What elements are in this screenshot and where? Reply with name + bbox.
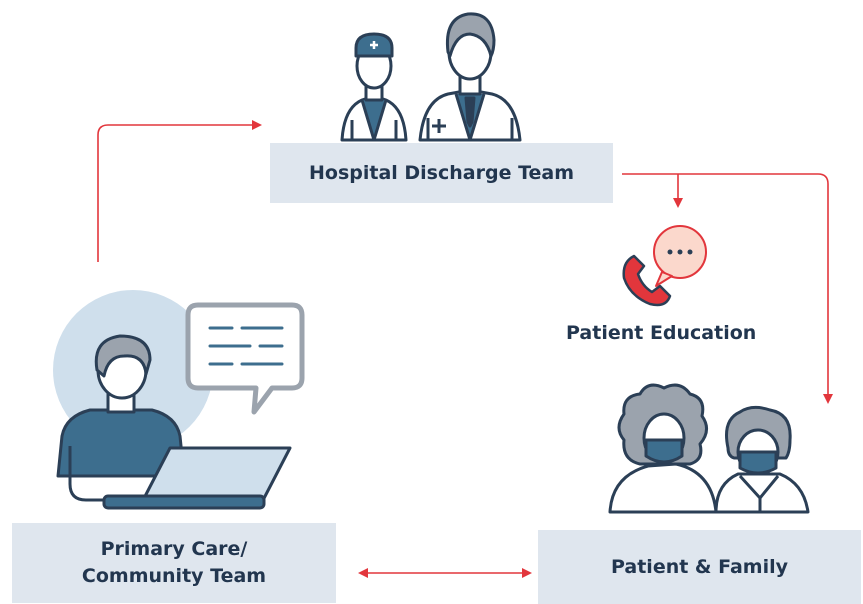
person-laptop-chat-icon: [53, 290, 305, 510]
hospital-discharge-team-box: Hospital Discharge Team: [270, 143, 613, 203]
masked-people-icon: [608, 383, 810, 514]
patient-education-label: Patient Education: [566, 322, 757, 344]
phone-chat-icon: [622, 225, 707, 307]
arrow-primary-to-hospital: [97, 120, 262, 262]
patient-family-box: Patient & Family: [538, 530, 861, 604]
primary-care-label-line1: Primary Care/: [100, 538, 248, 560]
primary-care-box: Primary Care/ Community Team: [12, 523, 336, 603]
patient-family-label: Patient & Family: [610, 555, 789, 578]
doctor-nurse-icon: [340, 12, 522, 142]
hospital-discharge-team-label: Hospital Discharge Team: [308, 161, 575, 184]
primary-care-label-line2: Community Team: [81, 565, 267, 587]
arrows: [97, 120, 833, 578]
arrow-hospital-to-family: [622, 173, 833, 404]
